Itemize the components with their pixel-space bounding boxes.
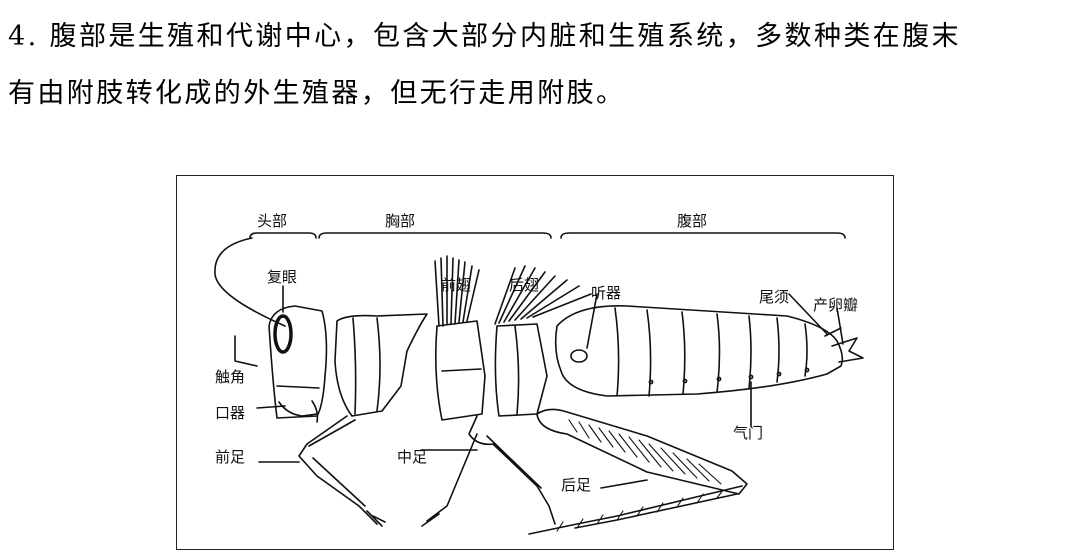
grasshopper-drawing: 头部 胸部 腹部 复眼 前翅 后翅 听器 尾须 产卵瓣 触角 口器 前足 中足 … (214, 212, 864, 535)
abdomen-outline (554, 305, 844, 397)
mouth-leader (256, 405, 286, 409)
foreleg-drawing (298, 415, 378, 525)
antenna-drawing (214, 237, 286, 327)
hindleg-label: 后足 (561, 476, 591, 494)
tympanum-label: 听器 (591, 284, 621, 302)
paragraph-line-1: 4. 腹部是生殖和代谢中心，包含大部分内脏和生殖系统，多数种类在腹末 (8, 21, 961, 52)
abdomen-region-label: 腹部 (677, 212, 707, 230)
cercus-drawing (824, 327, 842, 337)
hindwing-label: 后翅 (509, 276, 539, 294)
metathorax-outline (494, 323, 548, 417)
grasshopper-diagram: 头部 胸部 腹部 复眼 前翅 后翅 听器 尾须 产卵瓣 触角 口器 前足 中足 … (176, 175, 894, 550)
midleg-label: 中足 (397, 448, 427, 466)
hindwing-drawing (494, 265, 592, 325)
ovipositor-leader (836, 307, 844, 345)
antenna-label: 触角 (215, 368, 245, 386)
ovipositor-label: 产卵瓣 (813, 296, 858, 314)
pronotum-outline (334, 313, 428, 417)
paragraph-line-2: 有由附肢转化成的外生殖器，但无行走用附肢。 (8, 78, 626, 109)
tympanum-leader (586, 293, 598, 349)
foreleg-label: 前足 (215, 448, 245, 466)
abdomen-bracket (560, 232, 846, 239)
compound-eye-drawing (273, 314, 293, 354)
forewing-drawing (434, 255, 480, 327)
compound-eye-label: 复眼 (267, 268, 297, 286)
hindleg-femur (536, 408, 748, 495)
cercus-leader (788, 293, 828, 335)
mouthparts-label: 口器 (215, 404, 245, 422)
thorax-bracket (318, 232, 552, 239)
head-region-label: 头部 (257, 212, 287, 230)
antenna-leader (234, 335, 258, 367)
thorax-region-label: 胸部 (385, 212, 415, 230)
cercus-label: 尾须 (759, 288, 789, 306)
spiracle-label: 气门 (733, 424, 763, 442)
head-outline (268, 305, 328, 419)
description-paragraph: 4. 腹部是生殖和代谢中心，包含大部分内脏和生殖系统，多数种类在腹末 有由附肢转… (8, 8, 1063, 122)
tympanum-drawing (570, 349, 588, 363)
mesothorax-outline (434, 320, 486, 421)
forewing-label: 前翅 (441, 276, 471, 294)
hindleg-leader (600, 479, 648, 489)
head-bracket (249, 232, 317, 239)
ovipositor-drawing (831, 337, 864, 363)
midleg-drawing (468, 415, 556, 525)
hindleg-tibia-spines (556, 489, 724, 532)
hindleg-femur-stripes (568, 419, 722, 485)
